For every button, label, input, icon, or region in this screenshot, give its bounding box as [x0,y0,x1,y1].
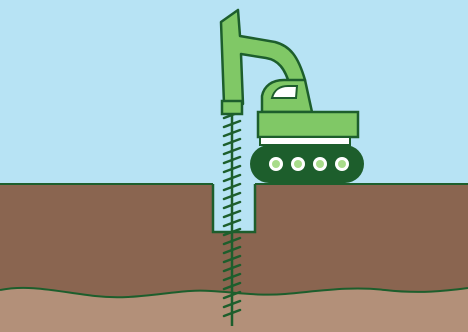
track-wheel-hub [294,160,302,168]
track-wheel-hub [316,160,324,168]
excavation-pit [213,184,255,232]
drill-head [222,101,242,114]
track-undercarriage [260,137,350,145]
track-wheel-hub [272,160,280,168]
track-wheel-hub [338,160,346,168]
excavator-body [258,112,358,137]
